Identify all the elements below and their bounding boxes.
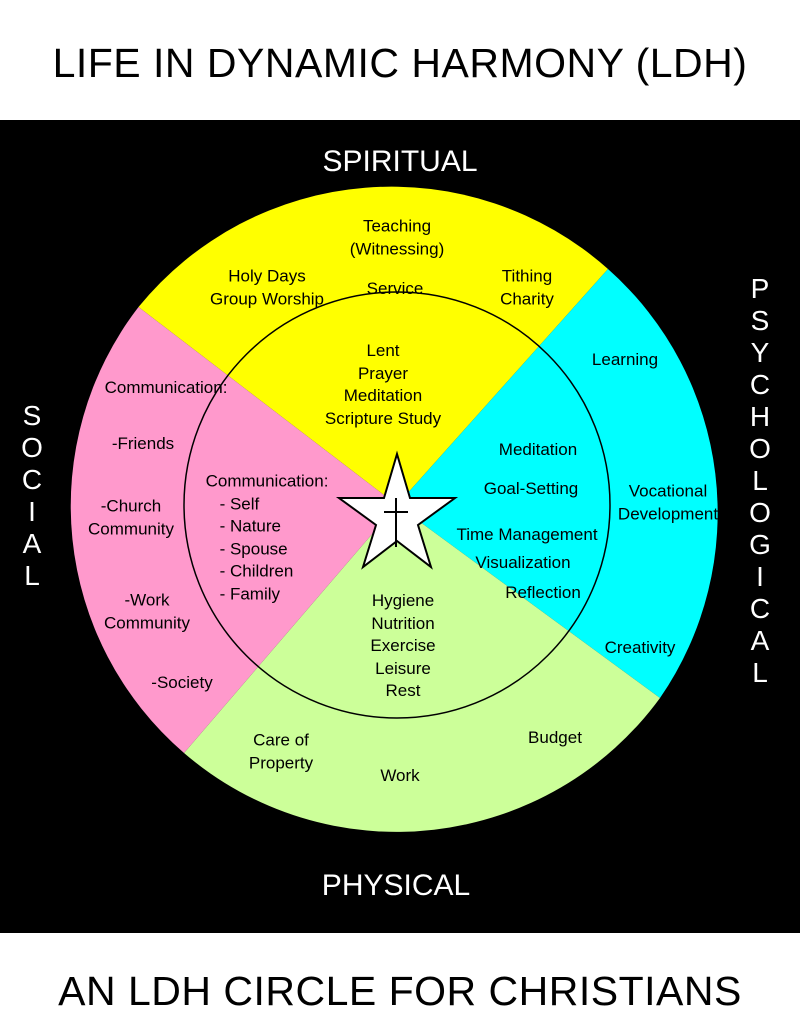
social-outer-item: -Society (151, 672, 213, 692)
vertical-title-letter: Y (750, 337, 770, 368)
page-title: LIFE IN DYNAMIC HARMONY (LDH) (52, 40, 748, 86)
psychological-inner-item: Goal-Setting (483, 478, 579, 498)
social-outer-item: Communication: (104, 377, 228, 397)
psychological-outer-item: Learning (591, 349, 659, 369)
physical-sector (184, 505, 660, 832)
vertical-title-letter: C (749, 369, 771, 400)
social-inner-item: Communication: - Self - Nature - Spouse … (205, 471, 329, 604)
vertical-title-letter: I (756, 561, 764, 592)
ldh-wheel (70, 186, 718, 832)
vertical-title-letter: A (750, 625, 770, 656)
spiritual-title: SPIRITUAL (322, 145, 478, 178)
vertical-title-letter: I (28, 496, 36, 527)
vertical-title-letter: S (750, 305, 770, 336)
psychological-inner-item: Time Management (456, 524, 598, 544)
psychological-inner-item: Meditation (498, 439, 578, 459)
vertical-title-letter: C (21, 464, 43, 495)
physical-outer-item: Budget (528, 727, 582, 747)
psychological-inner-item: Visualization (475, 552, 571, 572)
spiritual-sector (138, 186, 608, 505)
vertical-title-letter: O (21, 432, 43, 463)
vertical-title-letter: P (750, 273, 770, 304)
psychological-outer-item: Creativity (604, 637, 676, 657)
vertical-title-letter: L (752, 657, 768, 688)
vertical-title-letter: G (749, 529, 771, 560)
vertical-title-letter: O (749, 497, 771, 528)
physical-title: PHYSICAL (321, 869, 471, 902)
social-outer-item: -Friends (111, 433, 175, 453)
psychological-inner-item: Reflection (505, 582, 581, 602)
inner-ring (183, 291, 611, 719)
vertical-title-letter: L (24, 560, 40, 591)
vertical-title-letter: S (22, 400, 42, 431)
physical-outer-item: Work (380, 765, 420, 785)
psychological-sector (397, 269, 718, 698)
vertical-title-letter: A (22, 528, 42, 559)
vertical-title-letter: O (749, 433, 771, 464)
vertical-title-letter: C (749, 593, 771, 624)
vertical-title-letter: L (752, 465, 768, 496)
spiritual-outer-item: Teaching(Witnessing) (349, 216, 445, 259)
vertical-title-letter: H (749, 401, 771, 432)
page-subtitle: AN LDH CIRCLE FOR CHRISTIANS (58, 968, 742, 1014)
social-sector (70, 307, 397, 753)
spiritual-outer-item: Service (366, 278, 424, 298)
